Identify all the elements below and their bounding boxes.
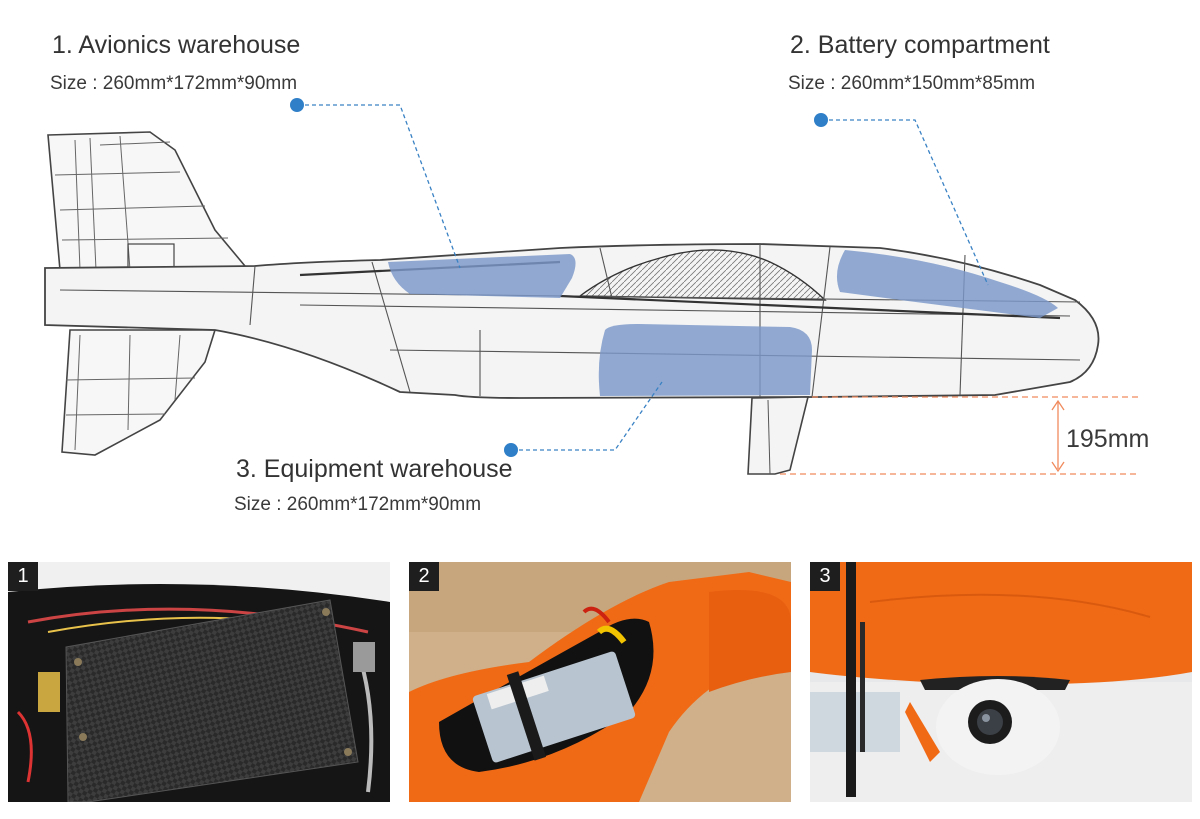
photo-badge-3: 3 — [810, 562, 840, 591]
photo-badge-2: 2 — [409, 562, 439, 591]
avionics-marker-dot — [290, 98, 304, 112]
avionics-photo-illustration — [8, 562, 390, 802]
photo-avionics: 1 — [8, 562, 390, 802]
fuselage — [44, 243, 1100, 399]
avionics-compartment — [388, 254, 576, 298]
orange-airframe-underside — [810, 562, 1192, 685]
battery-size: Size : 260mm*150mm*85mm — [788, 73, 1036, 94]
carbon-cover-plate — [65, 599, 359, 802]
avionics-title: 1. Avionics warehouse — [52, 31, 301, 59]
airframe-diagram — [44, 98, 1138, 475]
battery-marker-dot — [814, 113, 828, 127]
avionics-size: Size : 260mm*172mm*90mm — [50, 73, 298, 94]
battery-pack-shape — [472, 651, 636, 763]
photo-gimbal-camera: 3 — [810, 562, 1192, 802]
equipment-size: Size : 260mm*172mm*90mm — [234, 494, 482, 515]
canopy — [577, 249, 827, 301]
ventral-fin — [61, 329, 217, 456]
clearance-label: 195mm — [1066, 425, 1150, 453]
camera-photo-illustration — [810, 562, 1192, 802]
photo-badge-1: 1 — [8, 562, 38, 591]
clearance-dimension — [780, 396, 1138, 475]
equipment-title: 3. Equipment warehouse — [236, 455, 513, 483]
battery-title: 2. Battery compartment — [790, 31, 1050, 59]
tail-fin — [47, 131, 252, 273]
equipment-compartment — [598, 324, 812, 396]
antenna-shape — [846, 562, 856, 797]
wing-strut — [747, 396, 810, 475]
battery-compartment — [836, 250, 1058, 318]
equipment-marker-dot — [504, 443, 518, 457]
battery-photo-illustration — [409, 562, 791, 802]
photo-battery: 2 — [409, 562, 791, 802]
